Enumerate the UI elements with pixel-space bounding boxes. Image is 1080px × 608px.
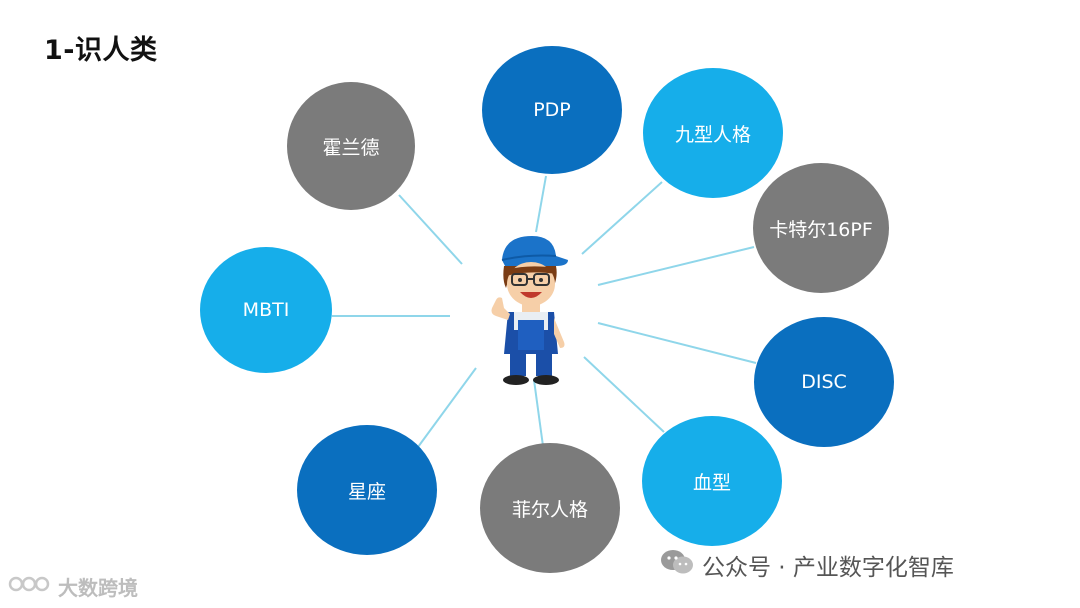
watermark-right-text: 公众号 · 产业数字化智库: [702, 555, 954, 581]
connector-holland: [398, 194, 463, 265]
node-label: 星座: [347, 480, 386, 503]
connector-pdp: [535, 175, 547, 233]
node-enneagram: 九型人格: [643, 68, 783, 198]
watermark-left: 大数跨境: [8, 572, 138, 601]
watermark-left-text: 大数跨境: [58, 576, 138, 600]
thumbs-up-mascot-icon: [488, 230, 574, 386]
connector-blood: [583, 356, 665, 433]
node-label: 霍兰德: [322, 136, 380, 159]
node-blood-type: 血型: [642, 416, 782, 546]
connector-16pf: [597, 246, 755, 286]
node-16pf: 卡特尔16PF: [753, 163, 889, 293]
connector-enneagram: [581, 181, 663, 255]
node-holland: 霍兰德: [287, 82, 415, 210]
node-label: 血型: [692, 471, 731, 494]
watermark-right: 公众号 · 产业数字化智库: [660, 548, 954, 582]
node-phil-personality: 菲尔人格: [480, 443, 620, 573]
connector-disc: [597, 322, 757, 364]
node-label: MBTI: [242, 299, 290, 321]
node-label: 卡特尔16PF: [769, 218, 873, 241]
page-title: 1-识人类: [44, 35, 158, 66]
node-label: 菲尔人格: [511, 498, 588, 521]
logo-icon: [8, 572, 52, 601]
node-constellation: 星座: [297, 425, 437, 555]
connector-constellation: [417, 367, 477, 448]
node-pdp: PDP: [482, 46, 622, 174]
wechat-icon: [660, 548, 694, 582]
node-label: 九型人格: [674, 123, 751, 146]
node-disc: DISC: [754, 317, 894, 447]
node-mbti: MBTI: [200, 247, 332, 373]
connector-phil: [533, 379, 544, 447]
node-label: DISC: [801, 371, 847, 393]
node-label: PDP: [533, 99, 571, 121]
